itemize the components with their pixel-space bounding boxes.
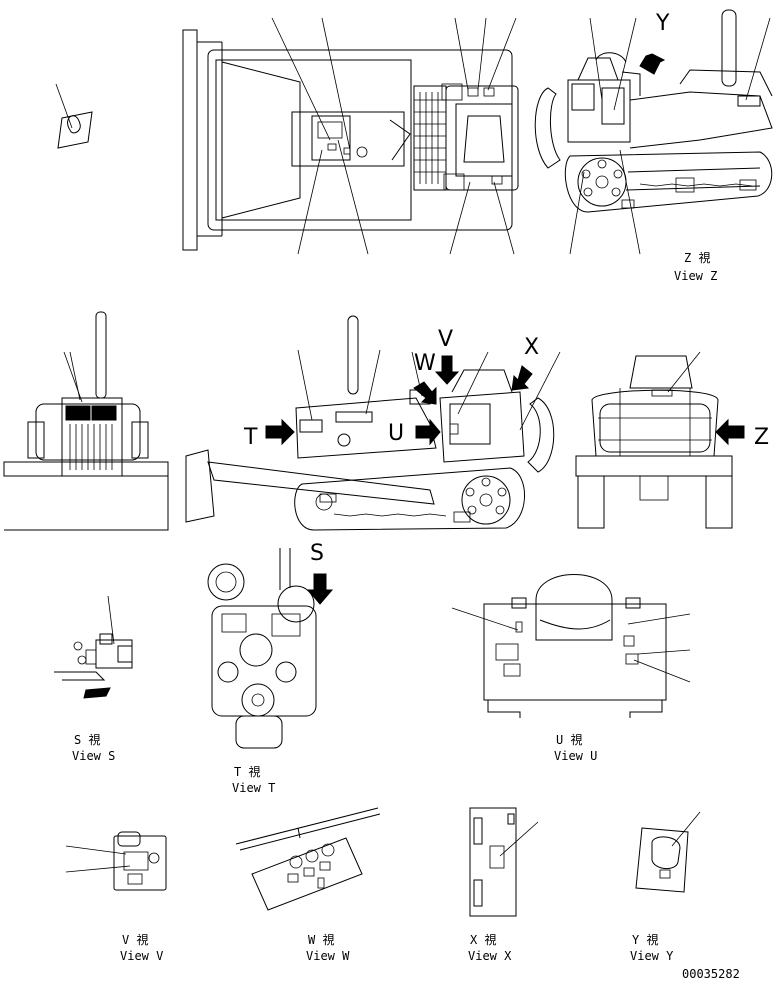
view-y-detail	[635, 811, 701, 893]
main-side-callouts	[69, 349, 561, 431]
top-view-callouts	[271, 17, 517, 255]
view-s-jp: S 視	[74, 732, 100, 747]
arrow-x-label: X	[524, 335, 539, 360]
view-t-engine	[207, 548, 317, 749]
drawing-number: 00035282	[682, 967, 740, 981]
arrow-t: T	[243, 418, 295, 450]
arrow-w: W	[413, 351, 437, 405]
view-w-en: View W	[306, 949, 350, 963]
view-v-detail	[65, 831, 167, 891]
view-u-seat	[483, 574, 667, 718]
view-t-en: View T	[232, 781, 275, 795]
top-view-plan	[182, 29, 519, 251]
view-z-en: View Z	[674, 269, 717, 283]
view-w-detail	[235, 807, 381, 911]
arrow-w-label: W	[414, 351, 436, 376]
view-x-en: View X	[468, 949, 512, 963]
view-z-jp: Z 視	[684, 250, 710, 265]
arrow-x: X	[511, 335, 539, 391]
view-t-jp: T 視	[234, 764, 260, 779]
view-s-detail	[54, 595, 133, 699]
arrow-y-label: Y	[655, 11, 670, 36]
view-y-en: View Y	[630, 949, 674, 963]
loose-decal-sketch	[55, 83, 93, 149]
front-view	[3, 311, 169, 531]
arrow-z: Z	[715, 418, 769, 450]
arrow-v: V	[434, 327, 460, 385]
view-u-en: View U	[554, 749, 597, 763]
view-v-en: View V	[120, 949, 163, 963]
view-x-jp: X 視	[470, 932, 496, 947]
arrow-v-label: V	[438, 327, 453, 352]
view-u-jp: U 視	[556, 732, 582, 747]
view-x-detail	[469, 807, 539, 917]
view-y-jp: Y 視	[632, 932, 658, 947]
side-view-callouts	[569, 17, 771, 255]
arrow-u-label: U	[388, 421, 404, 446]
arrow-u: U	[388, 418, 441, 446]
rear-view	[575, 351, 733, 529]
view-v-jp: V 視	[122, 932, 148, 947]
main-side-view	[185, 315, 555, 531]
arrow-t-label: T	[243, 425, 258, 450]
view-u-callouts	[451, 607, 691, 683]
arrow-y: Y	[639, 11, 670, 75]
view-w-jp: W 視	[308, 932, 334, 947]
arrow-s: S	[306, 541, 334, 605]
arrow-z-label: Z	[754, 425, 769, 450]
view-s-en: View S	[72, 749, 115, 763]
side-view-rear-isometric	[534, 9, 773, 213]
arrow-s-label: S	[310, 541, 324, 566]
